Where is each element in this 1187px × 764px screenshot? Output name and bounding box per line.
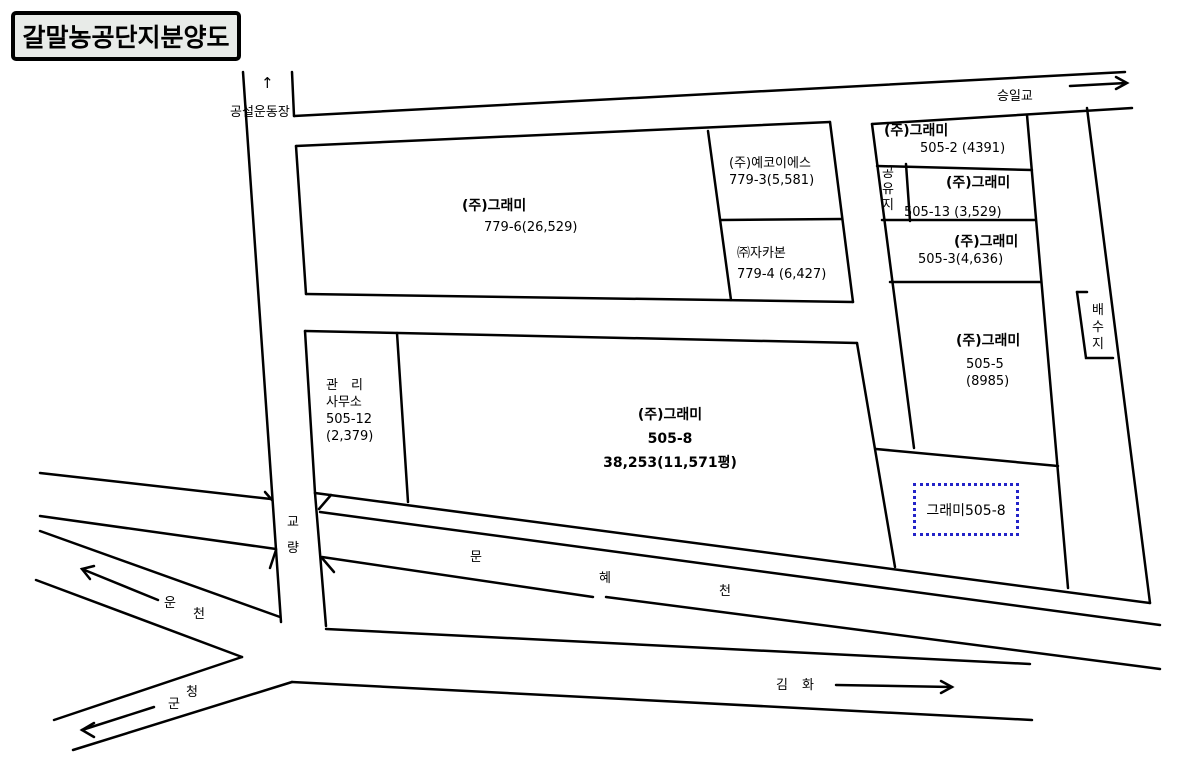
south-label-1: 김 [776,678,788,693]
parcel-505-13-lot: 505-13 (3,529) [904,205,1002,220]
parcel-lot: 779-3(5,581) [729,173,815,188]
parcel-lot: 779-6(26,529) [484,220,578,235]
parcel-area: (8985) [966,374,1010,389]
parcel-area: (2,379) [326,429,374,444]
common-land-label: 공 유 지 [882,166,894,213]
parcel-lot: 505-3(4,636) [918,252,1004,267]
west-lower-label-2: 청 [186,685,198,700]
parcel-owner: (주)그래미 [637,407,703,423]
west-upper-label-2: 천 [193,607,205,622]
parcel-owner: (주)예코이에스 [729,156,811,171]
parcel-lot: 505-5 [966,357,1004,372]
stream-label-1: 문 [470,550,482,565]
parcel-505-2: (주)그래미 505-2 (4391) [884,123,1005,157]
parcel-owner: (주)그래미 [954,234,1019,250]
parcel-lot: 505-12 [326,412,373,427]
parcel-owner: (주)그래미 [884,123,949,139]
north-arrow-icon: ↑ [261,74,274,92]
highlight-label: 그래미505-8 [926,502,1006,519]
parcel-lot: 505-2 (4391) [920,141,1006,156]
parcel-owner: ㈜자카본 [737,246,786,261]
stream-label-3: 천 [719,584,731,599]
parcel-owner-line1: 관 리 [326,378,363,393]
parcel-779-3: (주)예코이에스 779-3(5,581) [729,155,814,189]
parcel-area: 38,253(11,571평) [603,455,737,471]
road-label-seungil-bridge: 승일교 [997,89,1033,104]
road-label-sports-ground: 공설운동장 [230,105,290,120]
bridge-label-2: 량 [287,541,299,556]
parcel-505-5: (주)그래미 505-5 (8985) [956,333,1020,390]
stream-label-2: 혜 [599,571,611,586]
parcel-lot: 779-4 (6,427) [737,267,827,282]
south-label-2: 화 [802,678,814,693]
reservoir-label: 배 수 지 [1092,303,1104,352]
parcel-505-3: (주)그래미 505-3(4,636) [918,234,1018,268]
bridge-label-1: 교 [287,515,299,530]
map-title: 갈말농공단지분양도 [22,23,230,52]
parcel-lot: 505-8 [647,431,693,447]
parcel-505-12: 관 리 사무소 505-12 (2,379) [326,377,373,445]
parcel-owner: (주)그래미 [956,333,1021,349]
west-upper-label-1: 운 [164,596,176,611]
parcel-505-8: (주)그래미 505-8 38,253(11,571평) [590,403,750,475]
parcel-505-13: (주)그래미 [946,175,1010,192]
map-title-box: 갈말농공단지분양도 [11,11,241,61]
parcel-779-6: (주)그래미 779-6(26,529) [462,198,592,236]
parcel-owner-line2: 사무소 [326,395,362,410]
highlight-box: 그래미505-8 [913,483,1019,536]
parcel-owner: (주)그래미 [946,175,1011,191]
parcel-owner: (주)그래미 [462,198,527,214]
parcel-779-4: ㈜자카본 779-4 (6,427) [737,245,826,283]
west-lower-label-1: 군 [168,697,180,712]
